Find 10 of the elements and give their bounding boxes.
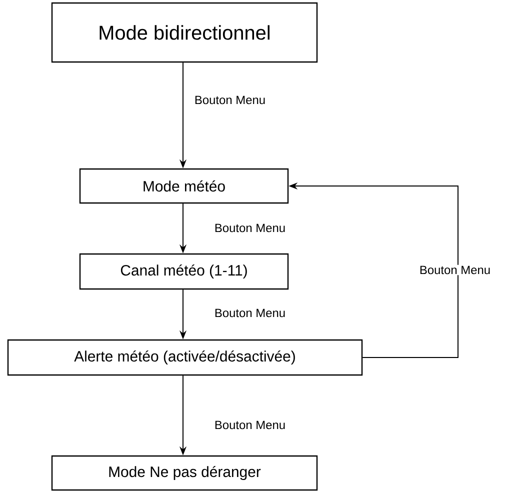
process-box: Canal météo (1-11) [79,253,289,290]
process-box: Mode Ne pas déranger [51,455,318,491]
edge-label: Bouton Menu [213,420,287,430]
edge-label: Bouton Menu [193,94,267,106]
edge-label: Bouton Menu [418,264,492,276]
process-box: Alerte météo (activée/désactivée) [7,339,363,376]
process-box: Mode météo [79,168,289,204]
edge-label: Bouton Menu [213,308,287,318]
process-box: Mode bidirectionnel [51,2,318,63]
edge-label: Bouton Menu [213,222,287,234]
